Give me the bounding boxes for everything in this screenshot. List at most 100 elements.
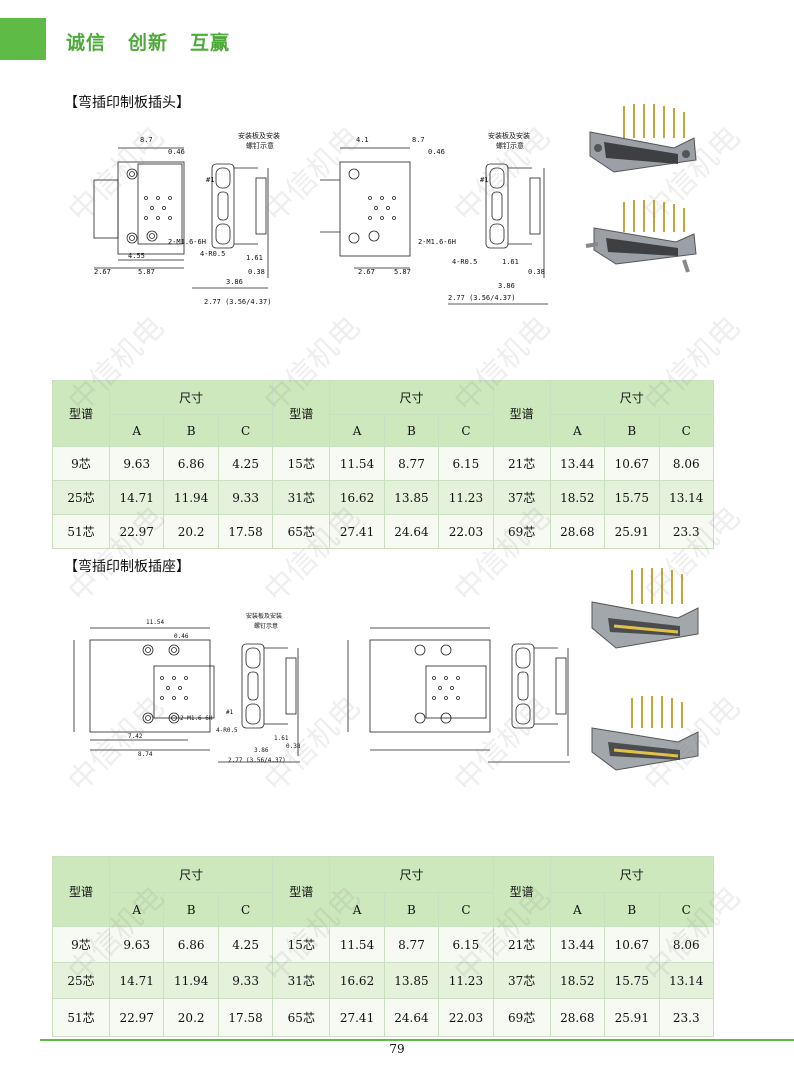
- cell-model: 51芯: [52, 998, 110, 1037]
- dim-label: #1: [480, 176, 488, 184]
- dim-label: 7.42: [128, 733, 143, 740]
- cell-a: 28.68: [549, 998, 606, 1037]
- dim-label: 螺钉示意: [246, 141, 274, 150]
- table-header-size: 尺寸: [108, 856, 274, 893]
- dim-label: 8.7: [140, 136, 153, 144]
- table-header-model: 型谱: [52, 380, 110, 447]
- cell-c: 13.14: [658, 962, 714, 999]
- dim-label: 安装板及安装: [488, 131, 530, 140]
- cell-c: 9.33: [217, 480, 274, 515]
- cell-a: 14.71: [108, 962, 165, 999]
- dim-label: 2.67: [94, 268, 111, 276]
- dim-label: 1.61: [502, 258, 519, 266]
- socket-photo-top: [591, 568, 699, 649]
- cell-b: 10.67: [604, 926, 660, 963]
- dim-label: 4.1: [356, 136, 369, 144]
- cell-model: 25芯: [52, 480, 110, 515]
- table-header-size: 尺寸: [329, 856, 494, 893]
- table-header-b: B: [163, 414, 219, 447]
- cell-a: 9.63: [108, 446, 165, 481]
- cell-c: 11.23: [438, 480, 494, 515]
- dim-label: 0.46: [174, 633, 189, 640]
- dim-label: 0.46: [168, 148, 185, 156]
- cell-a: 27.41: [329, 514, 385, 549]
- slogan-word: 诚信: [66, 32, 107, 54]
- cell-model: 25芯: [52, 962, 110, 999]
- cell-c: 8.06: [658, 446, 714, 481]
- cell-model: 15芯: [272, 446, 331, 481]
- cell-c: 4.25: [217, 926, 274, 963]
- dim-label: 4.55: [128, 252, 145, 260]
- cell-b: 13.85: [383, 480, 440, 515]
- cell-a: 22.97: [108, 514, 165, 549]
- page-number: 79: [389, 1042, 405, 1056]
- dim-label: 4-R0.5: [452, 258, 477, 266]
- dim-label: 4-R0.5: [216, 727, 238, 734]
- table-header-model: 型谱: [492, 380, 551, 447]
- dim-label: 3.86: [226, 278, 243, 286]
- footer-divider: [40, 1039, 794, 1041]
- cell-a: 22.97: [108, 998, 165, 1037]
- dim-label: 螺钉示意: [496, 141, 524, 150]
- cell-model: 21芯: [492, 926, 551, 963]
- cell-b: 11.94: [163, 480, 219, 515]
- cell-c: 13.14: [658, 480, 714, 515]
- table-header-size: 尺寸: [108, 380, 274, 415]
- plug-technical-drawing: 8.7 0.46 2-M1.6-6H 4.55 5.87 2.67 安装板及安装…: [93, 131, 548, 306]
- table-header-c: C: [438, 414, 494, 447]
- cell-c: 6.15: [438, 446, 494, 481]
- table-header-a: A: [108, 414, 165, 447]
- cell-c: 22.03: [438, 998, 494, 1037]
- cell-b: 24.64: [383, 998, 440, 1037]
- cell-c: 9.33: [217, 962, 274, 999]
- dim-label: 安装板及安装: [246, 612, 282, 620]
- cell-c: 17.58: [217, 514, 274, 549]
- plug-photo-bottom: [585, 200, 697, 273]
- dim-label: 0.38: [528, 268, 545, 276]
- table-header-a: A: [549, 892, 606, 927]
- dim-label: 2.77 (3.56/4.37): [204, 298, 271, 306]
- dim-label: 安装板及安装: [238, 131, 280, 140]
- table-header-model: 型谱: [272, 856, 331, 927]
- cell-model: 37芯: [492, 480, 551, 515]
- cell-model: 15芯: [272, 926, 331, 963]
- table-header-c: C: [658, 892, 714, 927]
- cell-b: 10.67: [604, 446, 660, 481]
- cell-model: 9芯: [52, 446, 110, 481]
- table-header-c: C: [658, 414, 714, 447]
- table-header-model: 型谱: [272, 380, 331, 447]
- header-slogan: 诚信创新互赢: [66, 28, 252, 55]
- dim-label: 5.87: [138, 268, 155, 276]
- table-header-a: A: [329, 892, 385, 927]
- table-header-c: C: [217, 414, 274, 447]
- dim-label: 1.61: [246, 254, 263, 262]
- cell-c: 11.23: [438, 962, 494, 999]
- table-header-c: C: [217, 892, 274, 927]
- dim-label: 8.74: [138, 751, 153, 758]
- cell-model: 37芯: [492, 962, 551, 999]
- table-header-a: A: [108, 892, 165, 927]
- cell-a: 18.52: [549, 962, 606, 999]
- section-title-plug: 【弯插印制板插头】: [64, 95, 190, 111]
- table-header-size: 尺寸: [329, 380, 494, 415]
- cell-b: 20.2: [163, 514, 219, 549]
- cell-a: 28.68: [549, 514, 606, 549]
- cell-b: 6.86: [163, 446, 219, 481]
- cell-b: 15.75: [604, 962, 660, 999]
- dim-label: 8.7: [412, 136, 425, 144]
- dim-label: 0.46: [428, 148, 445, 156]
- dim-label: #1: [226, 709, 234, 716]
- cell-a: 9.63: [108, 926, 165, 963]
- dim-label: 2-M1.6-6H: [180, 715, 213, 722]
- table-header-c: C: [438, 892, 494, 927]
- section-title-socket: 【弯插印制板插座】: [64, 559, 190, 575]
- cell-a: 18.52: [549, 480, 606, 515]
- dim-label: 0.38: [248, 268, 265, 276]
